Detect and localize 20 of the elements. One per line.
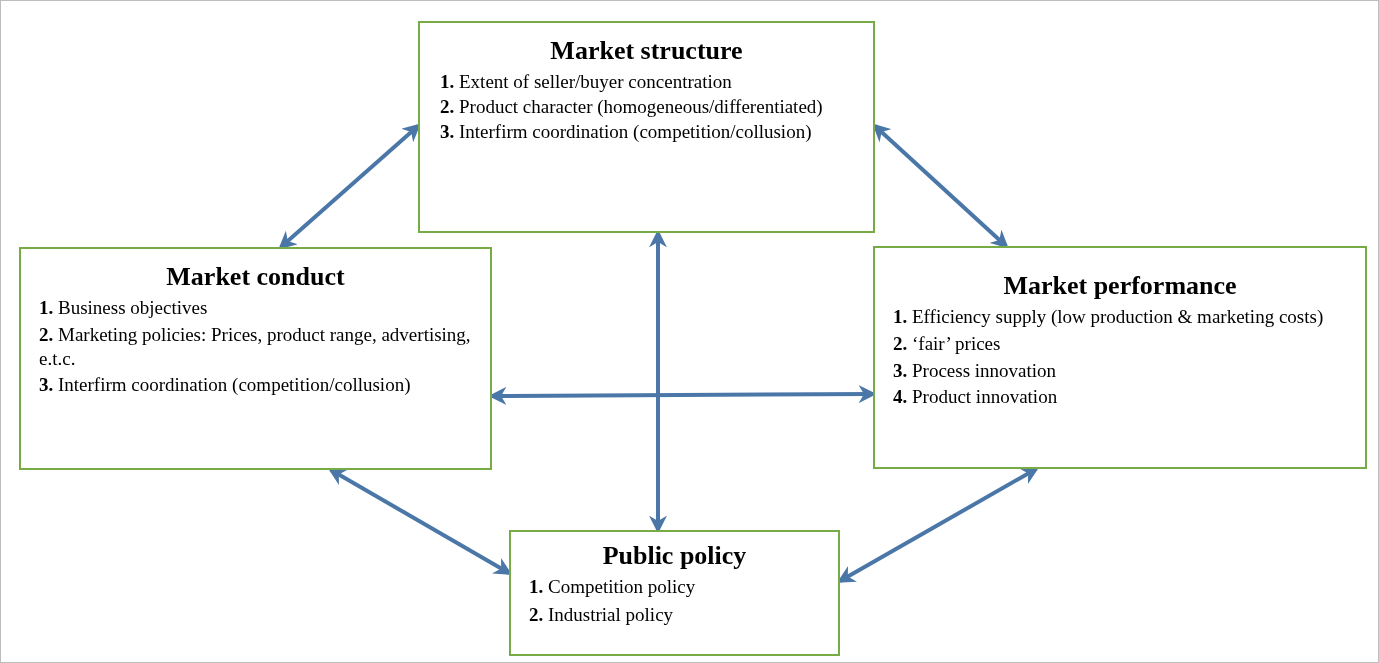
box-heading: Public policy (601, 540, 748, 572)
list-item: 2. ‘fair’ prices (893, 331, 1002, 356)
list-item: 3. Interfirm coordination (competition/collusion) (39, 373, 412, 398)
list-item: 1. Efficiency supply (low production & marketing costs) (893, 305, 1325, 329)
box-heading: Market performance (1002, 270, 1238, 302)
topic-box (19, 247, 492, 470)
box-heading: Market structure (549, 35, 744, 67)
topic-box (873, 246, 1367, 469)
list-item: 3. Process innovation (893, 358, 1058, 383)
topic-box (509, 530, 840, 656)
list-item: 1. Business objectives (39, 296, 209, 320)
box-heading: Market conduct (165, 261, 346, 293)
list-item: 4. Product innovation (893, 385, 1059, 410)
list-item: 2. Marketing policies: Prices, product range, advertising, e.t.c. (39, 322, 472, 371)
list-item: 1. Extent of seller/buyer concentration (440, 70, 733, 94)
list-item: 3. Interfirm coordination (competition/collusion) (440, 119, 813, 144)
list-item: 2. Industrial policy (529, 602, 675, 627)
list-item: 1. Competition policy (529, 575, 697, 599)
topic-box (418, 21, 875, 233)
list-item: 2. Product character (homogeneous/differentiated) (440, 94, 824, 119)
